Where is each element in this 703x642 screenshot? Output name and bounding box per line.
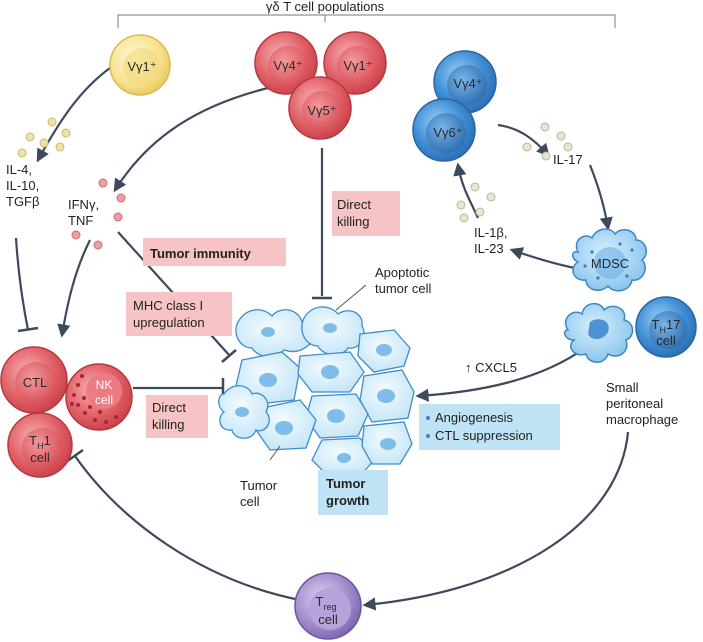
il1-label: IL-1β, IL-23 [474, 225, 508, 256]
svg-text:killing: killing [152, 417, 185, 432]
svg-text:macrophage: macrophage [606, 412, 678, 427]
svg-text:Tumor immunity: Tumor immunity [150, 246, 252, 261]
svg-text:cell: cell [240, 494, 260, 509]
th1-cell: TH1 cell [7, 412, 73, 478]
svg-text:CTL suppression: CTL suppression [435, 428, 533, 443]
cytokine-dots-il1 [456, 182, 496, 223]
svg-text:Small: Small [606, 380, 639, 395]
vg1-cell-top: Vγ1⁺ [323, 31, 387, 95]
il17-label: IL-17 [553, 152, 583, 167]
svg-text:IL-10,: IL-10, [6, 178, 39, 193]
svg-text:upregulation: upregulation [133, 315, 205, 330]
macrophage-cell [563, 302, 634, 363]
populations-title: γδ T cell populations [266, 0, 385, 14]
apoptotic-pointer [335, 284, 367, 311]
svg-text:cell: cell [318, 612, 338, 627]
svg-text:Direct: Direct [152, 400, 186, 415]
tumor-immunity-box: Tumor immunity [143, 238, 286, 266]
svg-text:TH17: TH17 [652, 317, 681, 335]
svg-text:Tumor: Tumor [240, 478, 278, 493]
svg-text:Angiogenesis: Angiogenesis [435, 410, 514, 425]
svg-text:IFNγ,: IFNγ, [68, 197, 99, 212]
cytokine-dots-yellow-left [17, 117, 71, 158]
svg-text:TGFβ: TGFβ [6, 194, 39, 209]
svg-text:IL-23: IL-23 [474, 241, 504, 256]
angiogenesis-box: Angiogenesis CTL suppression [419, 404, 560, 450]
svg-text:CTL: CTL [23, 375, 48, 390]
svg-text:Vγ1⁺: Vγ1⁺ [127, 59, 156, 74]
direct-killing-left-box: Direct killing [146, 395, 208, 438]
svg-text:Direct: Direct [337, 197, 371, 212]
svg-text:killing: killing [337, 214, 370, 229]
svg-text:Tumor: Tumor [326, 476, 365, 491]
ifn-label: IFNγ, TNF [68, 197, 99, 228]
tumor-mass [218, 306, 415, 477]
vg5-cell-top: Vγ5⁺ [288, 76, 352, 140]
svg-text:cell: cell [95, 393, 113, 407]
tumor-cell-pointer [269, 445, 281, 461]
svg-text:TH1: TH1 [29, 433, 51, 451]
svg-text:MHC class I: MHC class I [133, 298, 203, 313]
svg-text:Vγ4⁺: Vγ4⁺ [453, 76, 482, 91]
svg-text:Vγ6⁺: Vγ6⁺ [433, 125, 462, 140]
macrophage-label: Small peritoneal macrophage [606, 380, 678, 427]
svg-text:cell: cell [656, 333, 676, 348]
apoptotic-label: Apoptotic tumor cell [375, 265, 431, 296]
vg4-cell-top: Vγ4⁺ [254, 31, 318, 95]
svg-text:NK: NK [96, 378, 113, 392]
svg-text:IL-1β,: IL-1β, [474, 225, 508, 240]
pathway-lines [14, 67, 630, 611]
mdsc-cell: MDSC [572, 228, 647, 292]
direct-killing-top-box: Direct killing [332, 191, 400, 236]
svg-text:TNF: TNF [68, 213, 93, 228]
svg-text:IL-4,: IL-4, [6, 162, 32, 177]
svg-text:tumor cell: tumor cell [375, 281, 431, 296]
svg-text:MDSC: MDSC [591, 256, 629, 271]
tumor-growth-box: Tumor growth [318, 470, 388, 515]
cxcl5-label: ↑ CXCL5 [465, 360, 517, 375]
svg-text:cell: cell [30, 450, 50, 465]
il4-label: IL-4, IL-10, TGFβ [6, 162, 39, 209]
svg-text:Vγ5⁺: Vγ5⁺ [307, 103, 336, 118]
svg-text:growth: growth [326, 493, 369, 508]
svg-text:Apoptotic: Apoptotic [375, 265, 430, 280]
vg6-cell-blue: Vγ6⁺ [412, 98, 476, 162]
populations-bracket [117, 14, 616, 28]
svg-text:Vγ1⁺: Vγ1⁺ [343, 58, 372, 73]
vg1-cell-left: Vγ1⁺ [109, 34, 171, 96]
cytokine-dots-il17 [522, 122, 573, 161]
th17-cell: TH17 cell [635, 296, 697, 358]
svg-text:Vγ4⁺: Vγ4⁺ [273, 58, 302, 73]
treg-cell: Treg cell [294, 572, 362, 640]
mhc-box: MHC class I upregulation [126, 292, 232, 336]
ctl-cell: CTL [0, 346, 68, 414]
svg-text:peritoneal: peritoneal [606, 396, 663, 411]
nk-cell: NK cell [65, 363, 133, 431]
cytokine-dots-red [71, 178, 126, 250]
tumor-cell-label: Tumor cell [240, 478, 278, 509]
svg-text:Treg: Treg [316, 594, 337, 612]
vg4-cell-blue: Vγ4⁺ [433, 50, 497, 114]
